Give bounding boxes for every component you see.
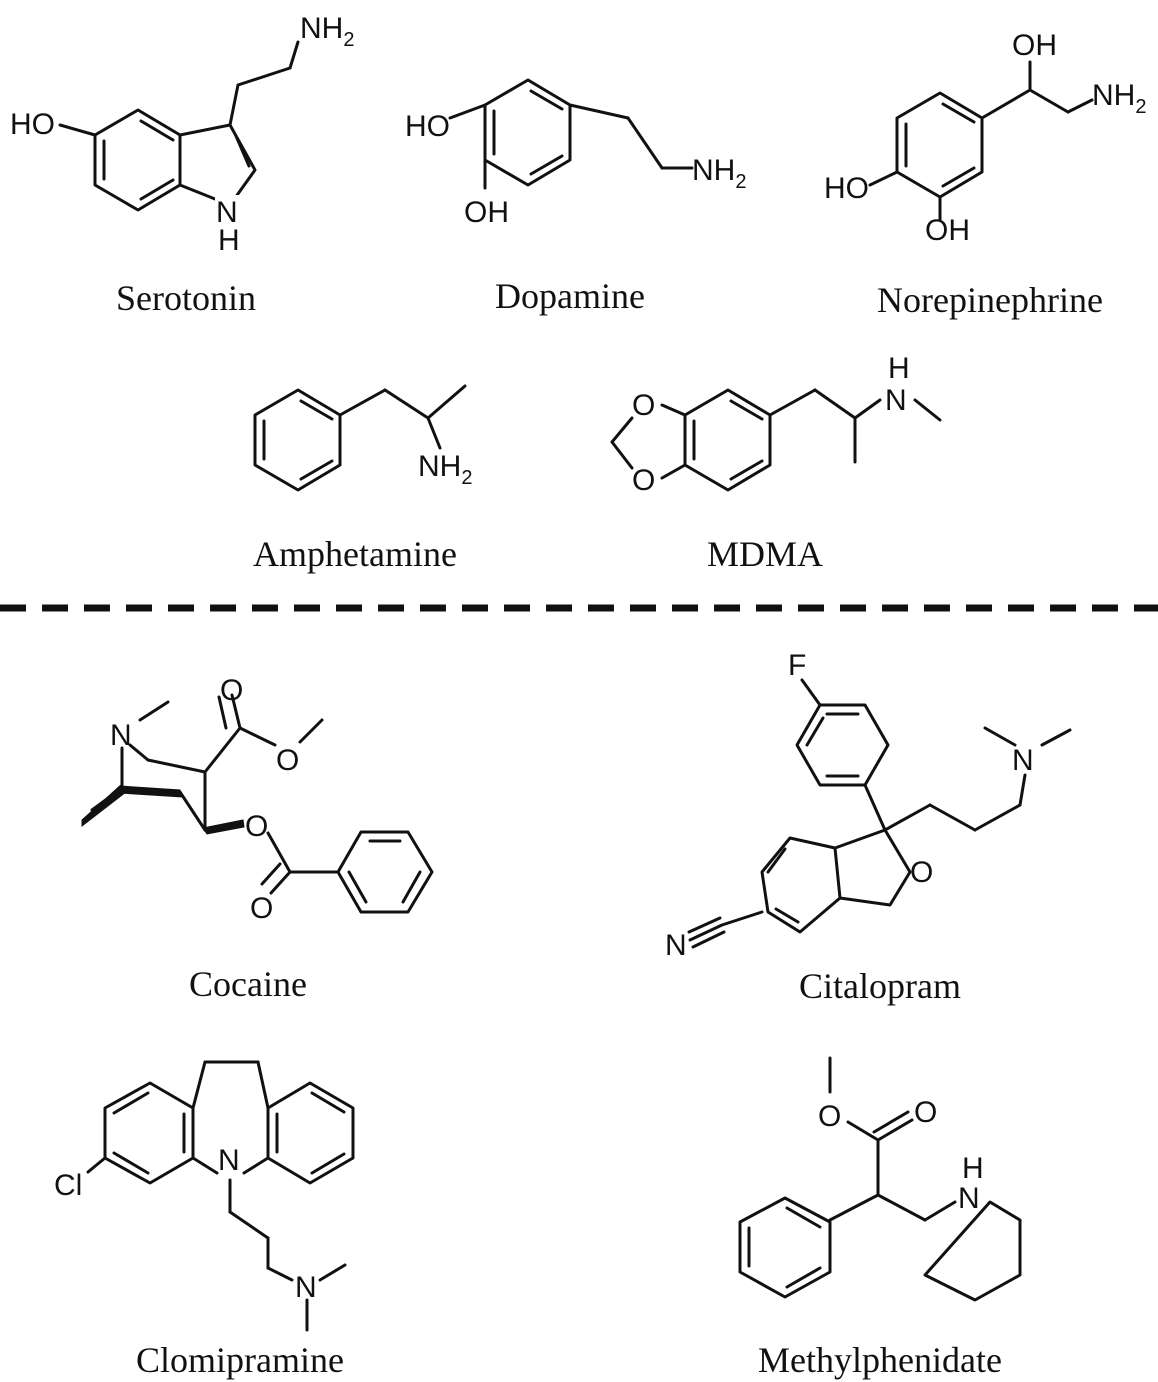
norepinephrine-structure: OH NH2 HO OH — [824, 29, 1146, 247]
cocaine-o-ester-label: O — [276, 744, 299, 777]
citalopram-n-nitrile-label: N — [665, 929, 687, 962]
citalopram-o-label: O — [910, 856, 933, 889]
clomipramine-caption: Clomipramine — [136, 1340, 344, 1380]
cocaine-o-benzoyl-label: O — [245, 810, 268, 843]
clomipramine-structure: N Cl N — [54, 1060, 355, 1332]
methylphenidate-structure: O O N H — [738, 1056, 1022, 1302]
dopamine-caption: Dopamine — [495, 276, 645, 316]
citalopram-n-amine-label: N — [1012, 744, 1034, 777]
serotonin-ho-label: HO — [10, 108, 55, 141]
mdma-o-top-label: O — [632, 389, 655, 422]
methylphenidate-n-label: N — [958, 1182, 980, 1215]
norepinephrine-oh-bottom-label: OH — [925, 214, 970, 247]
clomipramine-cl-label: Cl — [54, 1169, 82, 1202]
amphetamine-caption: Amphetamine — [253, 534, 457, 574]
serotonin-structure: NH2 HO N H — [10, 12, 354, 257]
clomipramine-n-amine-label: N — [295, 1271, 317, 1304]
dopamine-nh2-label: NH2 — [692, 154, 746, 193]
methylphenidate-o-carbonyl-label: O — [914, 1096, 937, 1129]
serotonin-h-label: H — [218, 224, 240, 257]
norepinephrine-ho-label: HO — [824, 172, 869, 205]
mdma-o-bottom-label: O — [632, 464, 655, 497]
serotonin-n-label: N — [216, 196, 238, 229]
cocaine-n-label: N — [110, 719, 132, 752]
mdma-caption: MDMA — [707, 534, 823, 574]
cocaine-o-carbonyl-label: O — [220, 674, 243, 707]
methylphenidate-o-ester-label: O — [818, 1100, 841, 1133]
dopamine-structure: HO NH2 OH — [405, 78, 746, 229]
serotonin-caption: Serotonin — [116, 278, 256, 318]
mdma-h-label: H — [888, 352, 910, 385]
amphetamine-nh2-label: NH2 — [418, 450, 472, 489]
norepinephrine-nh2-label: NH2 — [1092, 79, 1146, 118]
mdma-n-label: N — [885, 384, 907, 417]
citalopram-structure: F N O N — [665, 649, 1072, 962]
mdma-structure: O O N H — [610, 352, 942, 497]
citalopram-caption: Citalopram — [799, 966, 961, 1006]
cocaine-structure: N O O O O — [81, 674, 434, 925]
norepinephrine-oh-top-label: OH — [1012, 29, 1057, 62]
cocaine-caption: Cocaine — [189, 964, 307, 1004]
methylphenidate-h-label: H — [962, 1152, 984, 1185]
dopamine-oh-label: OH — [464, 196, 509, 229]
citalopram-f-label: F — [788, 649, 806, 682]
dopamine-ho-label: HO — [405, 110, 450, 143]
methylphenidate-caption: Methylphenidate — [758, 1340, 1002, 1380]
norepinephrine-caption: Norepinephrine — [877, 280, 1103, 320]
serotonin-nh2-label: NH2 — [300, 12, 354, 51]
amphetamine-structure: NH2 — [253, 384, 472, 492]
clomipramine-n-ring-label: N — [218, 1144, 240, 1177]
cocaine-o-benzoyl-carbonyl-label: O — [250, 892, 273, 925]
